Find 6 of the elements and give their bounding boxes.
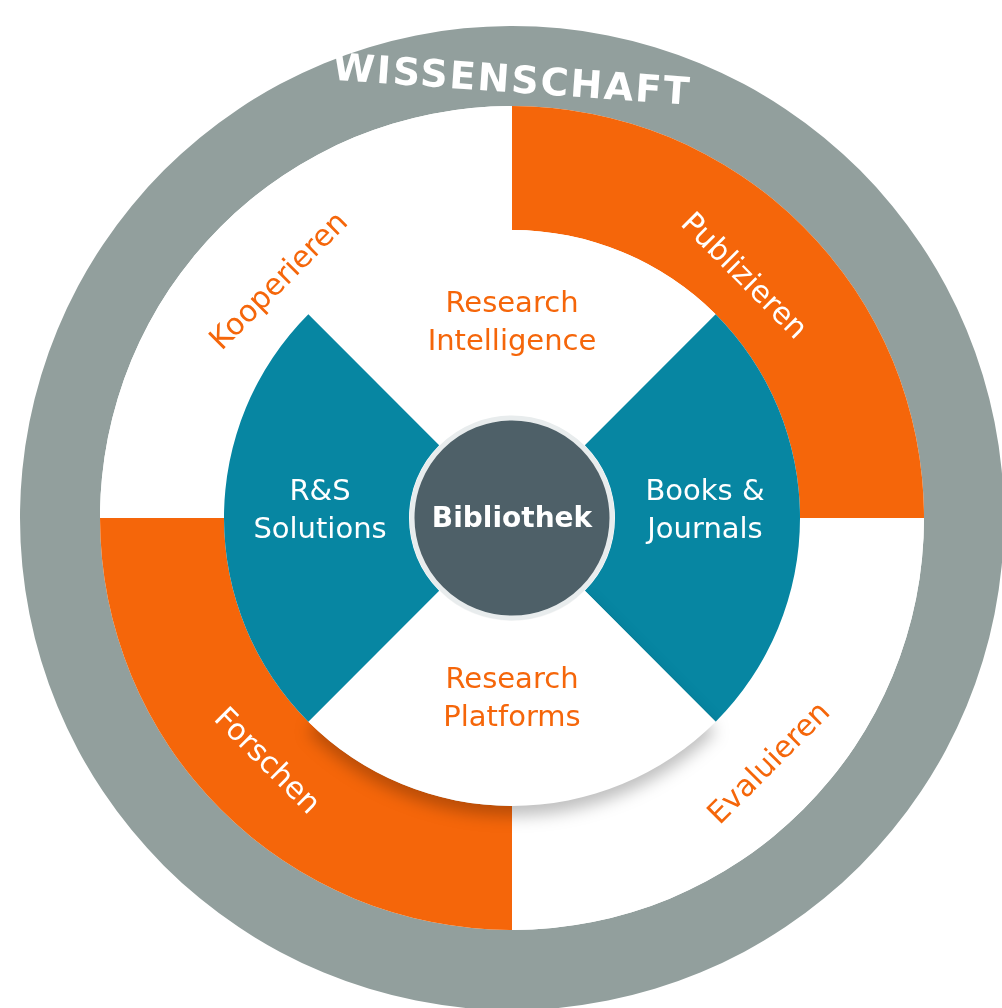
sector-label: R&S Solutions <box>235 472 405 548</box>
sector-label: Research Platforms <box>412 660 612 736</box>
sector-label: Research Intelligence <box>402 284 622 360</box>
ring-label: WISSENSCHAFT <box>331 42 693 118</box>
sector-label: Books & Journals <box>625 472 785 548</box>
center-label: Bibliothek <box>431 499 593 537</box>
